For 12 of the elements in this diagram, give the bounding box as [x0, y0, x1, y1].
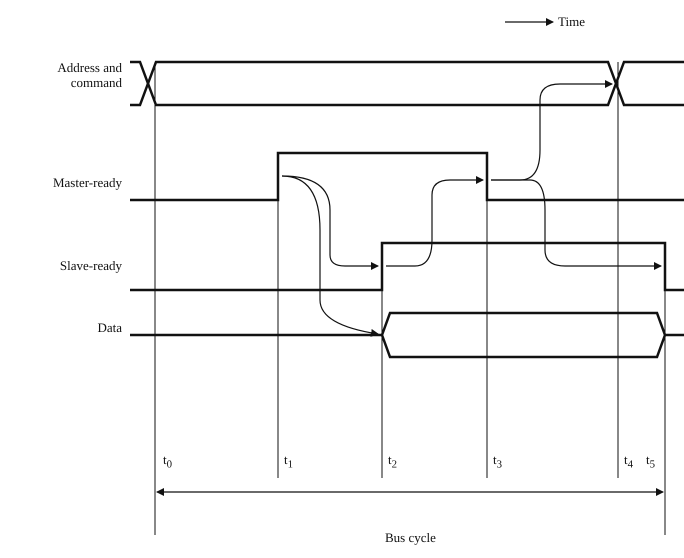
- time-label: Time: [558, 14, 585, 29]
- dimension-label: Bus cycle: [385, 530, 436, 545]
- time-marker-label: t$_{4}$: [624, 452, 634, 473]
- time-marker-label: t$_{1}$: [284, 452, 294, 473]
- signal-name: Data: [96, 320, 122, 335]
- time-marker-label: t$_{3}$: [493, 452, 502, 473]
- signal-name: Master-ready: [52, 175, 122, 190]
- time-marker-label: t$_{0}$: [163, 452, 172, 473]
- time-marker-label: t$_{2}$: [388, 452, 398, 473]
- time-marker-label: t$_{5}$: [646, 452, 656, 473]
- signal-name: Slave-ready: [58, 258, 122, 273]
- signal-name: Address and command: [56, 60, 122, 90]
